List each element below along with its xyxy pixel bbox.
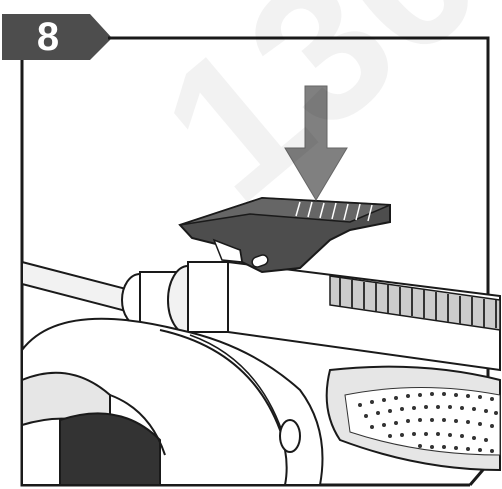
tool-body (21, 317, 324, 486)
ribbed-handle-tube (227, 260, 501, 372)
release-clip (178, 196, 391, 274)
step-number: 8 (36, 15, 60, 59)
arrow-down-icon (284, 85, 348, 201)
pole-shaft (21, 260, 131, 314)
textured-grip (325, 365, 501, 472)
step-badge (2, 14, 112, 60)
